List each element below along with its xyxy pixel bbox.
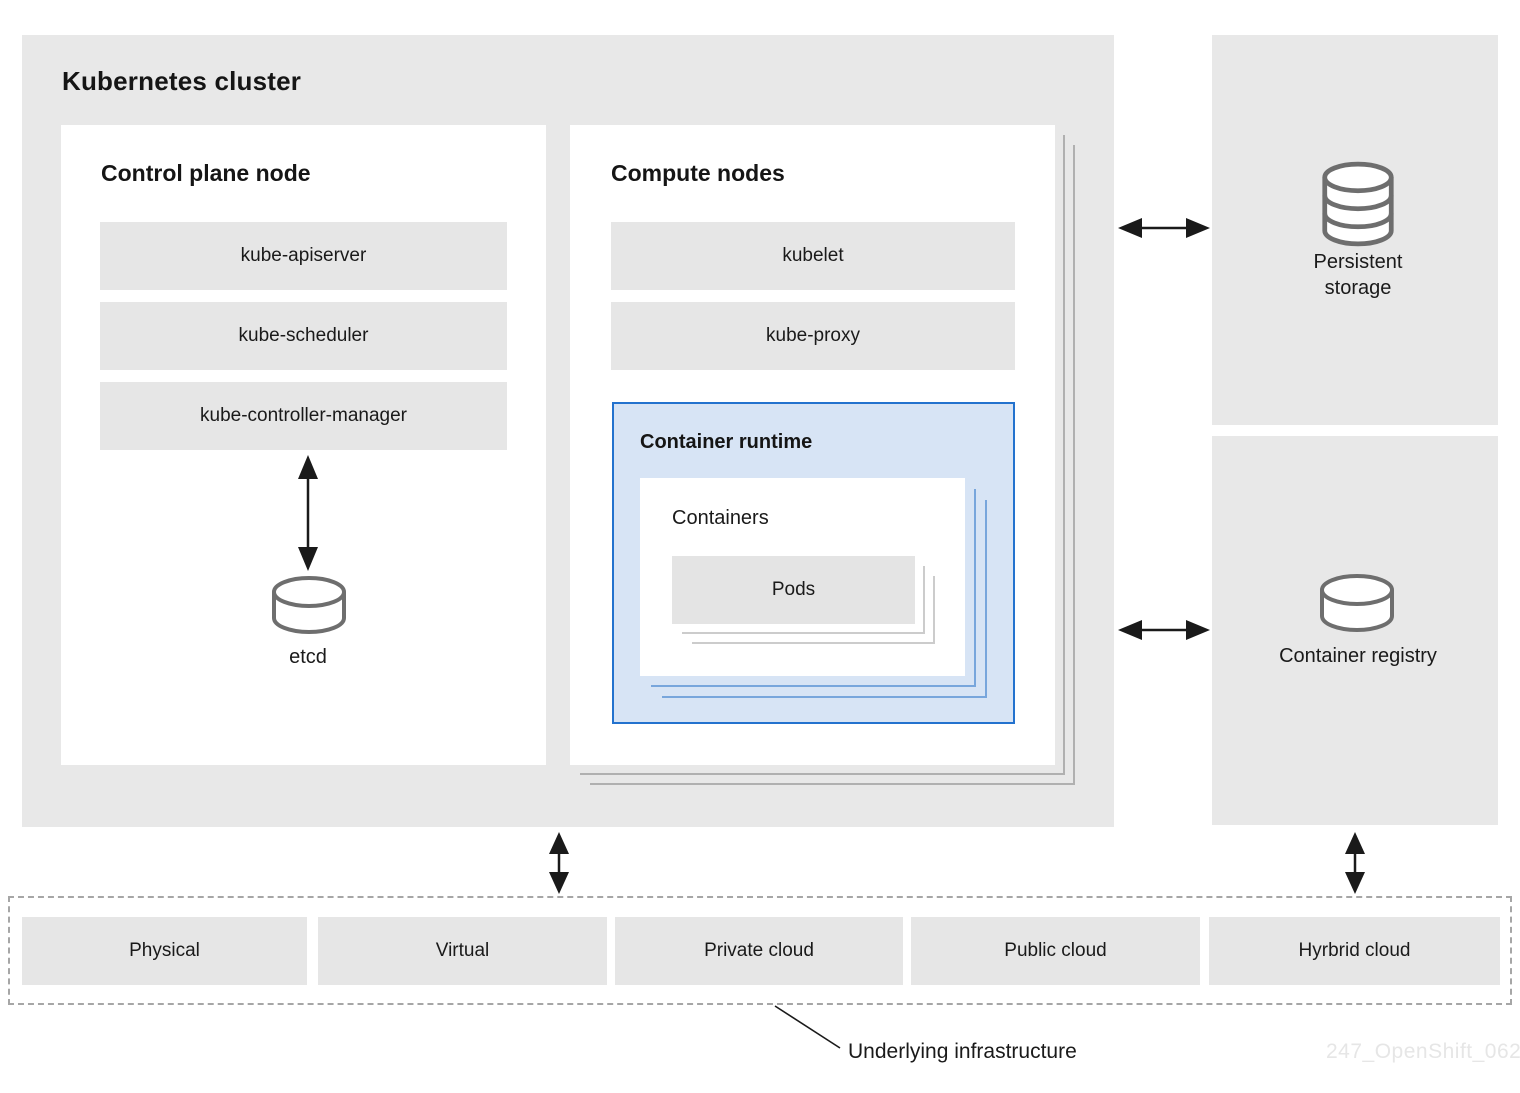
infrastructure-caption: Underlying infrastructure <box>848 1040 1077 1063</box>
arrow-controlplane-etcd <box>298 455 318 571</box>
infrastructure-leader-line <box>774 1005 841 1049</box>
control-plane-title: Control plane node <box>101 160 311 186</box>
kube-scheduler-box: kube-scheduler <box>100 302 507 370</box>
kubernetes-cluster-title: Kubernetes cluster <box>62 66 302 96</box>
containers-echo-2 <box>662 500 987 698</box>
pods-echo-1 <box>682 566 925 634</box>
pods-echo-2 <box>692 576 935 644</box>
kube-controller-manager-box: kube-controller-manager <box>100 382 507 450</box>
pods-label: Pods <box>771 579 816 600</box>
arrow-cluster-registry <box>1118 620 1210 640</box>
compute-nodes-echo-1 <box>580 135 1065 775</box>
container-runtime-title: Container runtime <box>640 431 813 453</box>
infra-physical-box: Physical <box>22 917 307 985</box>
infra-hybrid-cloud-box: Hyrbrid cloud <box>1209 917 1500 985</box>
arrow-cluster-storage <box>1118 218 1210 238</box>
compute-nodes-title: Compute nodes <box>611 160 785 186</box>
containers-echo-1 <box>651 489 976 687</box>
kubelet-box: kubelet <box>611 222 1015 290</box>
infra-physical-label: Physical <box>129 940 200 961</box>
infra-virtual-label: Virtual <box>435 940 490 961</box>
pods-box: Pods <box>672 556 915 624</box>
infra-public-cloud-box: Public cloud <box>911 917 1200 985</box>
etcd-label: etcd <box>289 646 327 668</box>
infra-public-cloud-label: Public cloud <box>1004 940 1107 961</box>
database-cylinder-icon <box>272 576 346 634</box>
compute-nodes-echo-2 <box>590 145 1075 785</box>
arrow-registry-infrastructure <box>1345 832 1365 894</box>
watermark-text: 247_OpenShift_0622 <box>1326 1040 1520 1063</box>
kube-controller-manager-label: kube-controller-manager <box>200 405 407 426</box>
infra-hybrid-cloud-label: Hyrbrid cloud <box>1298 940 1411 961</box>
persistent-storage-label: Persistent storage <box>1313 251 1403 299</box>
kube-proxy-box: kube-proxy <box>611 302 1015 370</box>
kube-apiserver-box: kube-apiserver <box>100 222 507 290</box>
arrow-cluster-infrastructure <box>549 832 569 894</box>
kubelet-label: kubelet <box>782 245 844 266</box>
containers-label: Containers <box>672 507 769 529</box>
infra-virtual-box: Virtual <box>318 917 607 985</box>
database-cylinder-icon <box>1320 574 1394 632</box>
container-registry-label: Container registry <box>1279 645 1437 667</box>
kube-apiserver-label: kube-apiserver <box>240 245 367 266</box>
kube-scheduler-label: kube-scheduler <box>238 325 369 346</box>
database-stack-icon <box>1322 161 1394 247</box>
kube-proxy-label: kube-proxy <box>766 325 860 346</box>
infra-private-cloud-box: Private cloud <box>615 917 903 985</box>
infra-private-cloud-label: Private cloud <box>704 940 814 961</box>
